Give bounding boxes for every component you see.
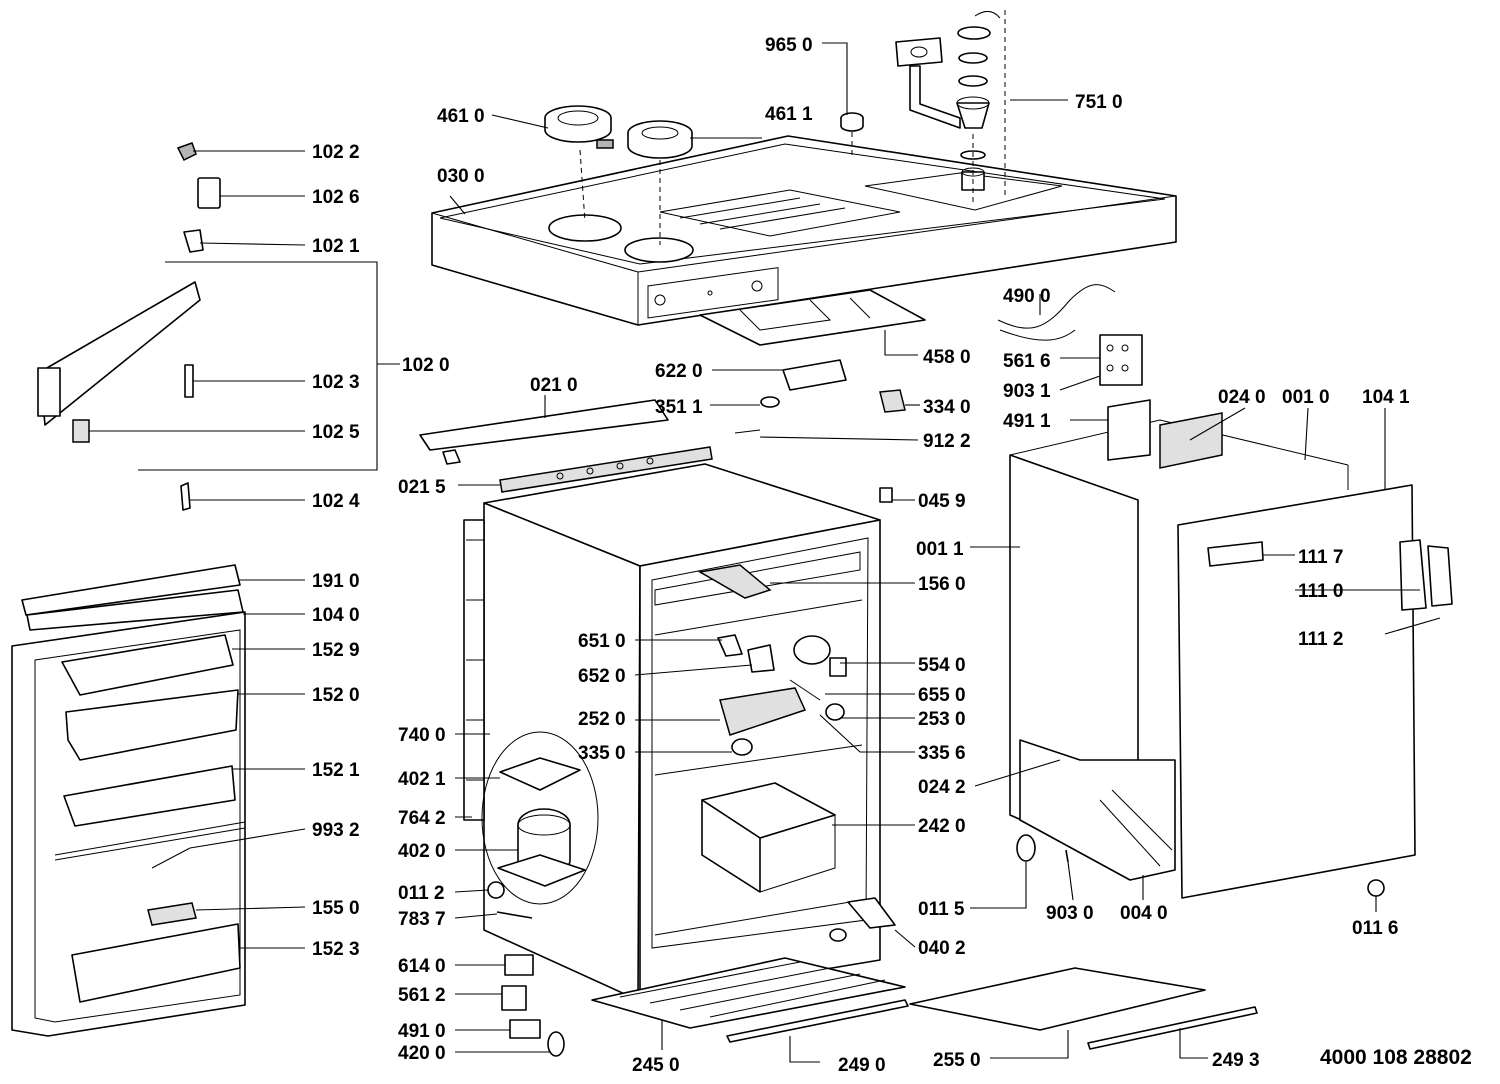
power-cord xyxy=(997,284,1143,386)
callout-021-0: 021 0 xyxy=(530,375,578,396)
top-rails xyxy=(419,399,713,493)
callout-191-0: 191 0 xyxy=(312,571,360,592)
feet xyxy=(829,834,1385,942)
callout-903-0: 903 0 xyxy=(1046,903,1094,924)
callout-334-0: 334 0 xyxy=(923,397,971,418)
callout-420-0: 420 0 xyxy=(398,1043,446,1064)
callout-030-0: 030 0 xyxy=(437,166,485,187)
callout-249-3: 249 3 xyxy=(1212,1050,1260,1071)
compressor-detail xyxy=(481,731,599,905)
outer-cabinet xyxy=(1009,399,1453,899)
callout-249-0: 249 0 xyxy=(838,1055,886,1076)
callout-021-5: 021 5 xyxy=(398,477,446,498)
callout-011-5: 011 5 xyxy=(918,899,965,920)
callout-751-0: 751 0 xyxy=(1075,92,1123,113)
callout-111-7: 111 7 xyxy=(1298,547,1343,568)
interior-parts xyxy=(697,564,847,893)
callout-102-0: 102 0 xyxy=(402,355,450,376)
callout-912-2: 912 2 xyxy=(923,431,971,452)
callout-111-0: 111 0 xyxy=(1298,581,1343,602)
document-number: 4000 108 28802 xyxy=(1320,1046,1472,1069)
callout-111-2: 111 2 xyxy=(1298,629,1343,650)
callout-651-0: 651 0 xyxy=(578,631,626,652)
callout-102-1: 102 1 xyxy=(312,236,360,257)
callout-252-0: 252 0 xyxy=(578,709,626,730)
callout-402-0: 402 0 xyxy=(398,841,446,862)
callout-102-3: 102 3 xyxy=(312,372,360,393)
callout-783-7: 783 7 xyxy=(398,909,446,930)
callout-561-2: 561 2 xyxy=(398,985,446,1006)
callout-253-0: 253 0 xyxy=(918,709,966,730)
callout-152-3: 152 3 xyxy=(312,939,360,960)
callout-461-1: 461 1 xyxy=(765,104,813,125)
callout-740-0: 740 0 xyxy=(398,725,446,746)
callout-491-0: 491 0 xyxy=(398,1021,446,1042)
callout-335-0: 335 0 xyxy=(578,743,626,764)
callout-155-0: 155 0 xyxy=(312,898,360,919)
callout-965-0: 965 0 xyxy=(765,35,813,56)
callout-102-4: 102 4 xyxy=(312,491,360,512)
callout-102-6: 102 6 xyxy=(312,187,360,208)
callout-004-0: 004 0 xyxy=(1120,903,1168,924)
callout-152-1: 152 1 xyxy=(312,760,360,781)
worktop-hob-unit xyxy=(431,135,1177,326)
callout-491-1: 491 1 xyxy=(1003,411,1051,432)
callout-011-6: 011 6 xyxy=(1352,918,1399,939)
callout-102-2: 102 2 xyxy=(312,142,360,163)
callout-102-5: 102 5 xyxy=(312,422,360,443)
callout-024-0: 024 0 xyxy=(1218,387,1266,408)
callout-156-0: 156 0 xyxy=(918,574,966,595)
callout-490-0: 490 0 xyxy=(1003,286,1051,307)
callout-622-0: 622 0 xyxy=(655,361,703,382)
thermostat xyxy=(734,359,906,503)
callout-024-2: 024 2 xyxy=(918,777,966,798)
hotplate-large xyxy=(544,105,614,149)
callout-045-9: 045 9 xyxy=(918,491,966,512)
callout-993-2: 993 2 xyxy=(312,820,360,841)
condenser xyxy=(463,519,485,821)
callout-764-2: 764 2 xyxy=(398,808,446,829)
callout-903-1: 903 1 xyxy=(1003,381,1051,402)
callout-614-0: 614 0 xyxy=(398,956,446,977)
callout-242-0: 242 0 xyxy=(918,816,966,837)
sink-plug xyxy=(840,112,864,132)
fridge-cabinet xyxy=(465,463,881,1001)
callout-104-1: 104 1 xyxy=(1362,387,1410,408)
callout-001-1: 001 1 xyxy=(916,539,964,560)
callout-011-2: 011 2 xyxy=(398,883,445,904)
callout-001-0: 001 0 xyxy=(1282,387,1330,408)
callout-labels: 965 0 461 0 461 1 751 0 030 0 102 2 102 … xyxy=(312,35,1472,1076)
callout-458-0: 458 0 xyxy=(923,347,971,368)
callout-351-1: 351 1 xyxy=(655,397,703,418)
callout-104-0: 104 0 xyxy=(312,605,360,626)
hinge-parts xyxy=(37,142,221,511)
bottom-panels xyxy=(591,957,1258,1050)
electrical-parts xyxy=(487,881,565,1057)
callout-402-1: 402 1 xyxy=(398,769,446,790)
drain-assembly xyxy=(895,10,1006,205)
leader-lines xyxy=(89,42,1441,1063)
callout-335-6: 335 6 xyxy=(918,743,966,764)
callout-652-0: 652 0 xyxy=(578,666,626,687)
callout-255-0: 255 0 xyxy=(933,1050,981,1071)
support-frame xyxy=(699,289,926,346)
callout-561-6: 561 6 xyxy=(1003,351,1051,372)
callout-554-0: 554 0 xyxy=(918,655,966,676)
hotplate-small xyxy=(627,120,693,159)
callout-040-2: 040 2 xyxy=(918,938,966,959)
callout-245-0: 245 0 xyxy=(632,1055,680,1076)
callout-152-0: 152 0 xyxy=(312,685,360,706)
callout-461-0: 461 0 xyxy=(437,106,485,127)
callout-655-0: 655 0 xyxy=(918,685,966,706)
fridge-door xyxy=(11,564,246,1037)
callout-152-9: 152 9 xyxy=(312,640,360,661)
